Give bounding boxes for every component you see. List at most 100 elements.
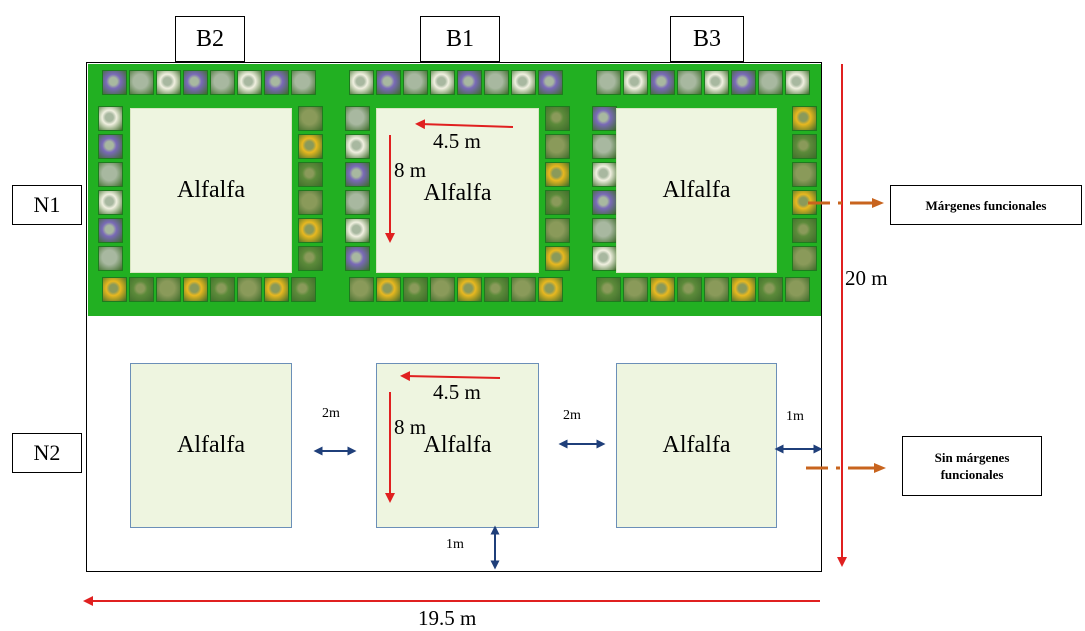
flower-tile (298, 190, 323, 215)
flower-tile (98, 162, 123, 187)
flower-tile (345, 190, 370, 215)
flower-tile (484, 70, 509, 95)
block-label-b2-text: B2 (195, 25, 224, 52)
flower-tile (102, 70, 127, 95)
flower-tile (298, 134, 323, 159)
flower-tile (704, 277, 729, 302)
block-label-b1: B1 (420, 16, 500, 62)
flower-tile (291, 277, 316, 302)
flower-tile (538, 70, 563, 95)
plot-n1-b2: Alfalfa (130, 108, 292, 273)
plot-n1-b1-label: Alfalfa (423, 180, 492, 206)
flower-tile (298, 246, 323, 271)
flower-tile (592, 134, 617, 159)
plot-n2-b2: Alfalfa (130, 363, 292, 528)
plot-n1-b3: Alfalfa (616, 108, 777, 273)
plot-length-label-n2: 8 m (394, 415, 427, 439)
flower-tile (98, 106, 123, 131)
flower-tile (298, 162, 323, 187)
flower-tile (731, 277, 756, 302)
flower-tile (677, 70, 702, 95)
flower-tile (183, 70, 208, 95)
level-label-n1: N1 (12, 185, 82, 225)
flower-tile (183, 277, 208, 302)
flower-tile (704, 70, 729, 95)
flower-tile (792, 134, 817, 159)
flower-tile (403, 70, 428, 95)
plot-n2-b1: Alfalfa (376, 363, 539, 528)
block-label-b3-text: B3 (692, 25, 721, 52)
plot-width-arrow-n1 (415, 119, 514, 130)
gap-label-right: 2m (563, 408, 581, 423)
flower-tile (237, 277, 262, 302)
level-label-n2-text: N2 (33, 440, 61, 465)
plot-width-arrow-n2 (400, 371, 501, 382)
flower-tile (792, 106, 817, 131)
flower-tile (210, 70, 235, 95)
legend-without-margins: Sin márgenes funcionales (902, 436, 1042, 496)
block-label-b2: B2 (175, 16, 245, 62)
plot-n2-b1-label: Alfalfa (423, 432, 492, 458)
plot-n1-b1: Alfalfa (376, 108, 539, 273)
level-label-n2: N2 (12, 433, 82, 473)
flower-tile (785, 70, 810, 95)
flower-tile (758, 70, 783, 95)
flower-tile (98, 218, 123, 243)
plot-n1-b2-label: Alfalfa (177, 177, 245, 203)
gap-label-left: 2m (322, 406, 340, 421)
flower-tile (596, 70, 621, 95)
flower-tile (129, 70, 154, 95)
edge-label-right: 1m (786, 409, 804, 424)
flower-tile (792, 218, 817, 243)
flower-tile (129, 277, 154, 302)
flower-tile (98, 134, 123, 159)
plot-n2-b2-label: Alfalfa (177, 432, 245, 458)
block-label-b3: B3 (670, 16, 744, 62)
flower-tile (98, 190, 123, 215)
flower-tile (592, 190, 617, 215)
flower-tile (650, 70, 675, 95)
flower-tile (376, 70, 401, 95)
flower-tile (264, 277, 289, 302)
flower-tile (545, 134, 570, 159)
flower-tile (650, 277, 675, 302)
flower-tile (98, 246, 123, 271)
flower-tile (792, 246, 817, 271)
flower-tile (545, 246, 570, 271)
flower-tile (457, 277, 482, 302)
flower-tile (349, 70, 374, 95)
plot-n1-b3-label: Alfalfa (662, 177, 731, 203)
flower-tile (457, 70, 482, 95)
flower-tile (345, 162, 370, 187)
flower-tile (156, 277, 181, 302)
flower-tile (758, 277, 783, 302)
flower-tile (511, 70, 536, 95)
flower-tile (596, 277, 621, 302)
flower-tile (785, 277, 810, 302)
flower-tile (264, 70, 289, 95)
flower-tile (345, 246, 370, 271)
flower-tile (102, 277, 127, 302)
edge-label-bottom: 1m (446, 537, 464, 552)
flower-tile (298, 106, 323, 131)
flower-tile (731, 70, 756, 95)
legend-with-margins: Márgenes funcionales (890, 185, 1082, 225)
flower-tile (592, 162, 617, 187)
field-height-label: 20 m (845, 266, 888, 290)
flower-tile (545, 218, 570, 243)
flower-tile (623, 70, 648, 95)
legend-with-margins-text: Márgenes funcionales (925, 197, 1047, 213)
block-label-b1-text: B1 (445, 25, 474, 52)
flower-tile (430, 277, 455, 302)
flower-tile (511, 277, 536, 302)
plot-width-label-n1: 4.5 m (433, 129, 481, 153)
plot-n2-b3-label: Alfalfa (662, 432, 731, 458)
flower-tile (345, 134, 370, 159)
flower-tile (237, 70, 262, 95)
flower-tile (538, 277, 563, 302)
flower-tile (430, 70, 455, 95)
flower-tile (677, 277, 702, 302)
field-width-label: 19.5 m (418, 606, 477, 630)
flower-tile (298, 218, 323, 243)
plot-length-label-n1: 8 m (394, 158, 427, 182)
